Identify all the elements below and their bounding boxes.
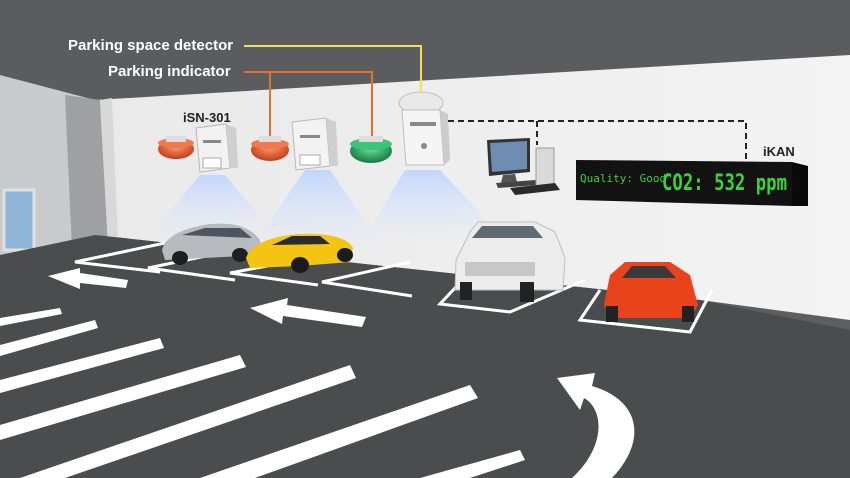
beam-3 <box>360 170 505 245</box>
led-display <box>576 160 808 206</box>
display-quality-text: Quality: Good <box>580 172 666 185</box>
door <box>2 188 36 252</box>
beam-1 <box>150 175 275 235</box>
computer <box>487 138 560 195</box>
display-co2-text: CO2: 532 ppm <box>662 171 787 196</box>
sensor-isn-2 <box>291 117 338 171</box>
sensor-isn-1 <box>195 123 238 173</box>
column-face <box>100 98 118 245</box>
car-red-sports <box>604 262 698 322</box>
space-detector <box>398 91 450 166</box>
indicator-lamp-3 <box>350 136 392 163</box>
ceiling <box>0 0 850 100</box>
label-display-brand: iKAN <box>763 144 795 159</box>
car-white-suv <box>454 221 566 302</box>
car-silver-sedan <box>162 223 262 265</box>
indicator-leader-line <box>244 71 373 136</box>
callout-parking-space-detector: Parking space detector <box>68 37 234 54</box>
indicator-lamp-2 <box>251 136 289 161</box>
beam-2 <box>250 170 385 250</box>
arrow-turn <box>557 373 635 478</box>
detector-leader-line <box>244 45 422 92</box>
column <box>65 95 108 250</box>
lane-stripes <box>0 308 525 478</box>
arrow-left-upper <box>48 268 128 289</box>
label-device-model: iSN-301 <box>183 110 231 125</box>
arrow-left-middle <box>250 298 366 327</box>
callout-parking-indicator: Parking indicator <box>108 63 231 80</box>
car-yellow-sports <box>246 233 353 273</box>
indicator-lamp-1 <box>158 136 194 159</box>
